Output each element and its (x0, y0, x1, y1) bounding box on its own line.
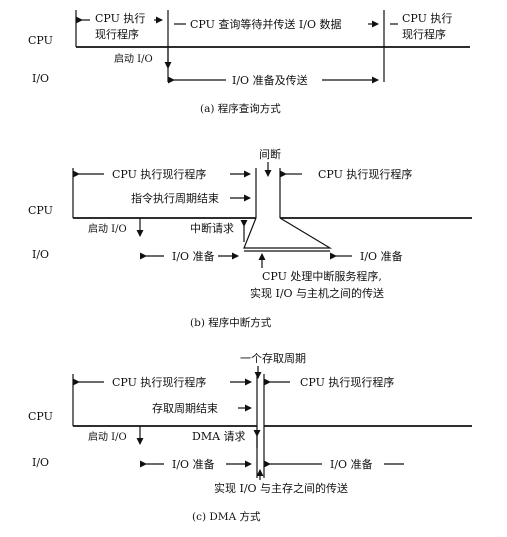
panel-c-access-cycle-end: 存取周期结束 (152, 401, 218, 415)
panel-b-caption: (b) 程序中断方式 (190, 316, 272, 329)
panel-c-io-prep-right: I/O 准备 (330, 457, 373, 471)
panel-b-cpu-exec-left: CPU 执行现行程序 (112, 167, 206, 181)
panel-c-io-prep-left: I/O 准备 (172, 457, 215, 471)
panel-c-start-io: 启动 I/O (88, 430, 127, 443)
panel-c-cpu-exec-left: CPU 执行现行程序 (112, 375, 206, 389)
panel-c-access-cycle: 一个存取周期 (240, 351, 306, 365)
panel-c-transfer: 实现 I/O 与主存之间的传送 (214, 481, 348, 495)
panel-a-io-row-label: I/O (32, 72, 49, 85)
panel-b-interrupt-label: 间断 (259, 147, 281, 161)
panel-b-int-request: 中断请求 (190, 221, 234, 235)
panel-a-cpu-exec-left-1: CPU 执行 (95, 11, 145, 25)
panel-c-io-row-label: I/O (32, 456, 49, 469)
panel-b-io-row-label: I/O (32, 248, 49, 261)
panel-b-service-text-2: 实现 I/O 与主机之间的传送 (250, 286, 384, 300)
panel-c-cpu-row-label: CPU (28, 410, 53, 423)
panel-a-start-io: 启动 I/O (114, 52, 153, 65)
panel-c-cpu-exec-right: CPU 执行现行程序 (300, 375, 394, 389)
panel-b-instr-cycle-end: 指令执行周期结束 (131, 191, 219, 205)
panel-b-io-prep-left: I/O 准备 (172, 249, 215, 263)
panel-a-cpu-row-label: CPU (28, 34, 53, 47)
panel-b-io-prep-right: I/O 准备 (360, 249, 403, 263)
panel-b-start-io: 启动 I/O (88, 222, 127, 235)
panel-b-service-block (243, 217, 333, 249)
panel-b-service-text-1: CPU 处理中断服务程序, (262, 269, 382, 283)
panel-b-interrupt: CPU I/O 间断 CPU 执行现行程序 CPU 执行现行程序 指令执行周期结… (28, 147, 472, 329)
panel-a-cpu-wait: CPU 查询等待并传送 I/O 数据 (190, 17, 341, 31)
panel-c-caption: (c) DMA 方式 (192, 510, 261, 523)
panel-b-cpu-exec-right: CPU 执行现行程序 (318, 167, 412, 181)
panel-b-cpu-row-label: CPU (28, 204, 53, 217)
panel-c-dma-request: DMA 请求 (192, 430, 246, 443)
panel-c-dma: CPU I/O 一个存取周期 CPU 执行现行程序 CPU 执行现行程序 存取周… (28, 351, 472, 523)
panel-a-cpu-exec-right-1: CPU 执行 (402, 11, 452, 25)
panel-a-cpu-exec-right-2: 现行程序 (402, 27, 446, 41)
panel-a-caption: (a) 程序查询方式 (200, 102, 281, 115)
panel-a-cpu-exec-left-2: 现行程序 (95, 27, 139, 41)
panel-a-io-prep: I/O 准备及传送 (232, 73, 308, 87)
panel-a-program-query: CPU I/O CPU 执行 现行程序 CPU 查询等待并传送 I/O 数据 C… (28, 10, 470, 115)
